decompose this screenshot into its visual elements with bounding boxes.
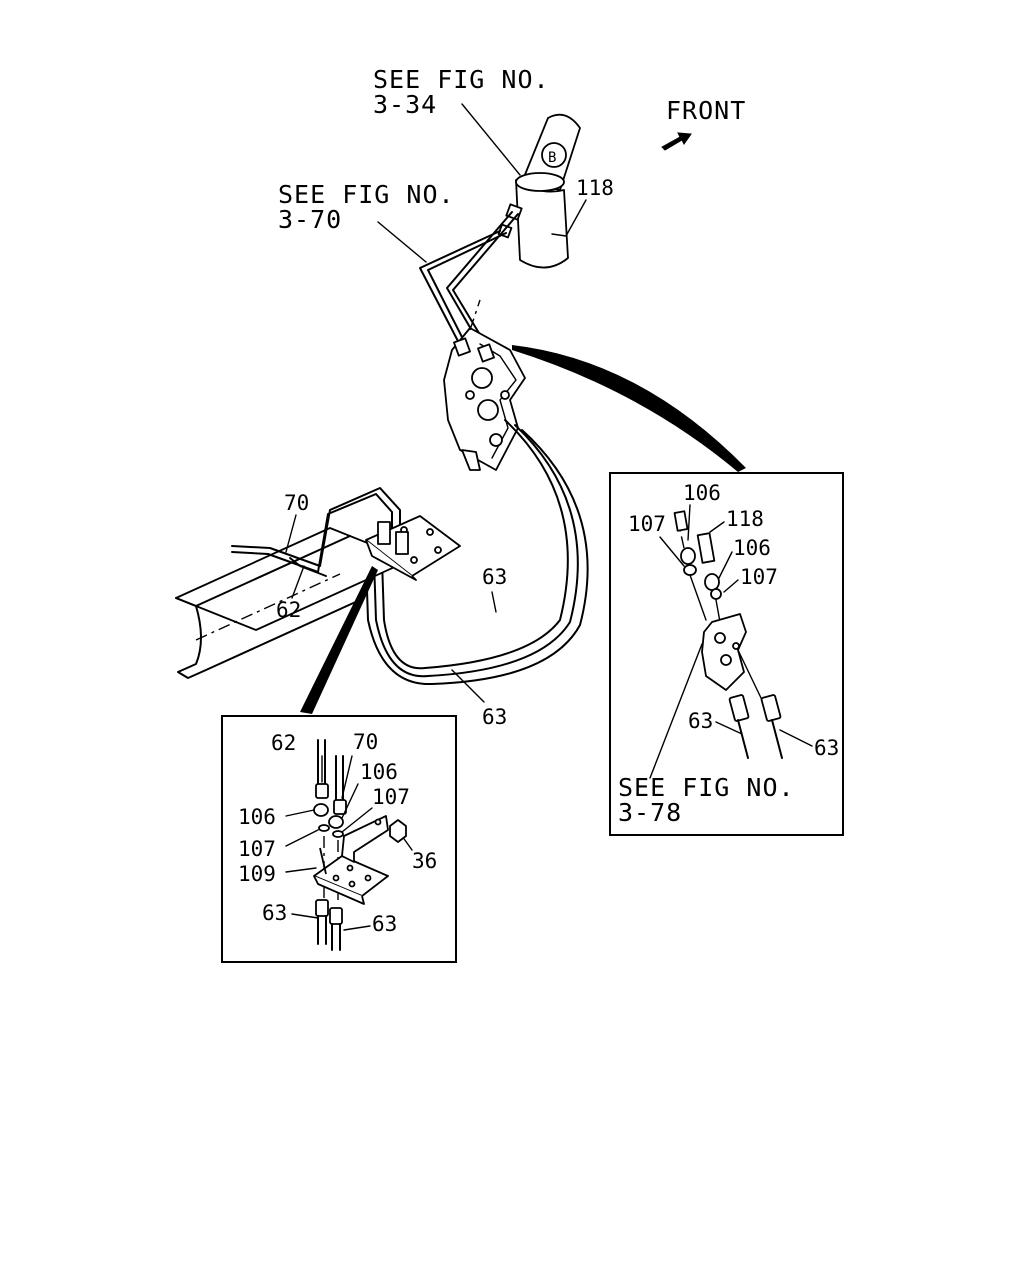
frame-pipes-70-62 bbox=[231, 487, 401, 577]
right-inset-part-107-a: 107 bbox=[628, 512, 666, 536]
frame-bracket-109 bbox=[365, 515, 461, 581]
part-62-label: 62 bbox=[276, 598, 301, 622]
right-inset-leader-107b bbox=[723, 579, 739, 593]
right-inset-part-63-b: 63 bbox=[814, 736, 839, 760]
left-inset-detail: 62 70 106 107 106 107 36 109 63 63 bbox=[221, 715, 457, 963]
leader-line-63-upper bbox=[491, 591, 497, 613]
brake-reservoir: B bbox=[515, 113, 581, 269]
front-arrow-icon bbox=[661, 132, 692, 151]
left-inset-leader-106b bbox=[341, 783, 359, 819]
leader-line-3-34 bbox=[461, 103, 521, 176]
part-70-label: 70 bbox=[284, 491, 309, 515]
left-inset-part-62: 62 bbox=[271, 731, 296, 755]
see-fig-3-34-label-line1: SEE FIG NO. bbox=[373, 65, 550, 94]
left-inset-leader-63a bbox=[291, 913, 319, 919]
right-inset-leader-107a bbox=[659, 536, 685, 567]
see-fig-3-70-label-line2: 3-70 bbox=[278, 205, 342, 234]
left-inset-part-107-a: 107 bbox=[238, 837, 276, 861]
right-inset-leader-63b bbox=[779, 729, 813, 747]
see-fig-3-70-label-line1: SEE FIG NO. bbox=[278, 180, 455, 209]
left-inset-part-36: 36 bbox=[412, 849, 437, 873]
right-inset-part-118: 118 bbox=[726, 507, 764, 531]
right-inset-leader-3-78 bbox=[649, 643, 703, 779]
right-inset-see-fig-line2: 3-78 bbox=[618, 798, 682, 827]
left-inset-leader-63b bbox=[343, 925, 371, 931]
part-63-label-lower: 63 bbox=[482, 705, 507, 729]
leader-line-3-70 bbox=[377, 221, 427, 263]
left-inset-leader-109 bbox=[285, 867, 317, 873]
left-inset-part-107-b: 107 bbox=[372, 785, 410, 809]
right-inset-leader-106a bbox=[687, 504, 691, 541]
leader-line-62 bbox=[291, 565, 305, 599]
right-inset-part-106-b: 106 bbox=[733, 536, 771, 560]
left-inset-part-106-b: 106 bbox=[360, 760, 398, 784]
left-inset-leader-70 bbox=[341, 755, 353, 799]
reservoir-b-badge bbox=[541, 142, 567, 168]
callout-wedge-right bbox=[512, 345, 746, 472]
right-inset-part-107-b: 107 bbox=[740, 565, 778, 589]
main-brake-pipes-63 bbox=[365, 419, 589, 686]
leader-line-63-lower bbox=[451, 669, 485, 703]
left-inset-part-63-b: 63 bbox=[372, 912, 397, 936]
left-inset-part-63-a: 63 bbox=[262, 901, 287, 925]
left-inset-leader-106a bbox=[285, 809, 315, 817]
reservoir-pipes bbox=[419, 211, 519, 349]
right-inset-leader-63a bbox=[715, 721, 743, 735]
left-inset-part-70: 70 bbox=[353, 730, 378, 754]
master-valve-assembly bbox=[443, 299, 526, 471]
left-inset-part-109: 109 bbox=[238, 862, 276, 886]
front-label: FRONT bbox=[666, 96, 746, 125]
left-inset-part-106-a: 106 bbox=[238, 805, 276, 829]
reservoir-b-letter: B bbox=[548, 150, 556, 166]
right-inset-part-106-a: 106 bbox=[683, 481, 721, 505]
callout-wedge-left bbox=[300, 566, 378, 714]
part-118-label: 118 bbox=[576, 176, 614, 200]
left-inset-leader-107b bbox=[341, 807, 373, 833]
left-inset-leader-107a bbox=[285, 829, 319, 847]
part-63-label-upper: 63 bbox=[482, 565, 507, 589]
leader-line-118 bbox=[551, 199, 587, 237]
right-inset-part-63-a: 63 bbox=[688, 709, 713, 733]
right-inset-leader-118 bbox=[709, 521, 725, 533]
right-inset-see-fig-line1: SEE FIG NO. bbox=[618, 773, 795, 802]
right-inset-detail: 106 107 118 106 107 63 63 bbox=[609, 472, 844, 836]
leader-line-70 bbox=[285, 514, 297, 553]
right-inset-leader-106b bbox=[717, 551, 733, 581]
see-fig-3-34-label-line2: 3-34 bbox=[373, 90, 437, 119]
